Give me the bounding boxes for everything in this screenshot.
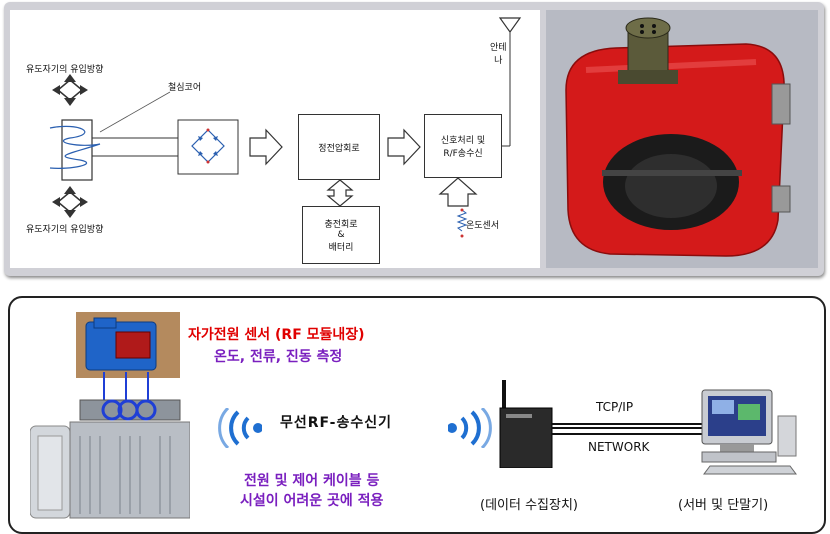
signal-label-1: 신호처리 및 bbox=[440, 136, 486, 146]
flux-direction-icon-bottom bbox=[52, 186, 88, 218]
core-pointer-line bbox=[99, 91, 171, 133]
temperature-sensor-icon bbox=[456, 208, 468, 238]
latch-bottom bbox=[771, 185, 791, 213]
server-caption: (서버 및 단말기) bbox=[678, 498, 769, 513]
sensor-input-arrow bbox=[438, 177, 478, 207]
flux-label-bottom: 유도자기의 유입방향 bbox=[26, 225, 104, 235]
sensor-photo bbox=[546, 10, 818, 268]
rectifier-box bbox=[177, 119, 239, 175]
sensor-photo-illustration bbox=[546, 10, 818, 268]
flux-label-top: 유도자기의 유입방향 bbox=[26, 65, 104, 75]
server-terminal-icon bbox=[701, 389, 797, 475]
benefit-line-2: 시설이 어려운 곳에 적용 bbox=[240, 493, 384, 509]
wireless-left-icon bbox=[218, 408, 262, 448]
regulator-label: 정전압회로 bbox=[318, 143, 360, 154]
charge-label-2: & bbox=[337, 230, 345, 240]
bidirectional-arrow bbox=[326, 179, 354, 207]
sensor-module-illustration bbox=[76, 312, 180, 378]
transformer-icon bbox=[30, 399, 190, 519]
tcpip-label: TCP/IP bbox=[596, 400, 634, 414]
core-label: 철심코어 bbox=[168, 83, 202, 93]
iron-core-coil-icon bbox=[49, 119, 178, 181]
block-diagram-panel: 유도자기의 유입방향 유도자기의 유입방향 철심코어 정전압회로 충전회로 & … bbox=[10, 10, 540, 268]
flow-arrow-1 bbox=[249, 128, 283, 166]
signal-label-2: R/F송수신 bbox=[443, 149, 483, 159]
charge-battery-box: 충전회로 & 배터리 bbox=[302, 206, 380, 264]
regulator-box: 정전압회로 bbox=[298, 114, 380, 180]
charge-label-3: 배터리 bbox=[328, 243, 354, 253]
collector-caption: (데이터 수집장치) bbox=[480, 498, 578, 513]
sensor-subtitle: 온도, 전류, 진동 측정 bbox=[214, 349, 343, 365]
data-collector-icon bbox=[499, 380, 553, 468]
charge-label-1: 충전회로 bbox=[324, 220, 358, 230]
connector-icon bbox=[618, 17, 678, 84]
signal-rf-box: 신호처리 및 R/F송수신 bbox=[424, 114, 502, 178]
sensor-module-photo bbox=[76, 312, 180, 378]
flow-arrow-2 bbox=[387, 128, 421, 166]
benefit-line-1: 전원 및 제어 케이블 등 bbox=[244, 473, 380, 489]
network-label: NETWORK bbox=[588, 440, 650, 454]
sensor-pointer-lines bbox=[103, 372, 149, 400]
antenna-label: 안테 나 bbox=[490, 40, 507, 66]
bridge-rectifier-icon bbox=[191, 128, 225, 164]
network-link-lines bbox=[552, 423, 702, 435]
antenna-label-1: 안테 bbox=[490, 43, 507, 53]
antenna-icon bbox=[498, 17, 522, 147]
latch-top bbox=[771, 83, 791, 125]
rf-transceiver-label: 무선RF-송수신기 bbox=[280, 415, 393, 431]
temp-sensor-label: 온도센서 bbox=[466, 221, 500, 231]
wireless-right-icon bbox=[448, 408, 492, 448]
block-diagram-svg bbox=[49, 17, 522, 238]
flux-direction-icon-top bbox=[52, 74, 88, 106]
sensor-title: 자가전원 센서 (RF 모듈내장) bbox=[188, 327, 365, 343]
antenna-label-2: 나 bbox=[494, 56, 503, 66]
